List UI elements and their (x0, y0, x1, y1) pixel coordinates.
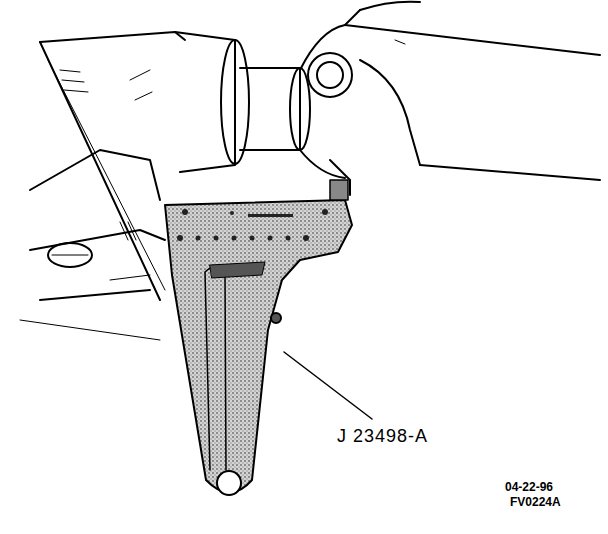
figure-code: FV0224A (510, 496, 561, 509)
date-code: 04-22-96 (505, 481, 553, 494)
tool-number: J 23498-A (337, 427, 428, 447)
